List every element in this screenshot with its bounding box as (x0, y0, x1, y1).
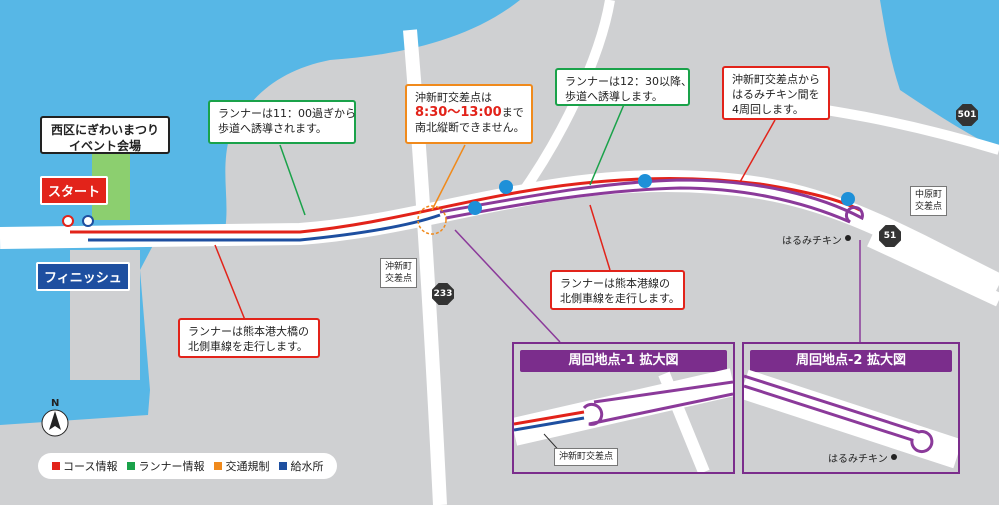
finish-marker (82, 215, 94, 227)
route-233-shield: 233 (432, 283, 454, 305)
finish-tag: フィニッシュ (36, 262, 130, 291)
traffic-callout: 沖新町交差点は 8:30〜13:00まで 南北縦断できません。 (405, 84, 533, 144)
inset-2-label: はるみチキン (828, 454, 888, 465)
road-51 (867, 233, 999, 307)
traffic-label: 沖新町交差点は (415, 91, 492, 104)
port-callout: ランナーは熊本港線の 北側車線を走行します。 (550, 270, 685, 310)
leader-green-2 (589, 101, 626, 186)
water-station (499, 180, 513, 194)
legend-item-course: コース情報 (52, 458, 117, 474)
start-marker (62, 215, 74, 227)
venue-text: 西区にぎわいまつり イベント会場 (50, 123, 159, 153)
course-red (70, 176, 861, 234)
north-label: N (51, 398, 60, 409)
water-station (638, 174, 652, 188)
leader-orange (431, 144, 466, 211)
water-station (468, 201, 482, 215)
loop-text: 沖新町交差点から はるみチキン間を 4周回します。 (732, 73, 820, 116)
inset-1-title: 周回地点-1 拡大図 (520, 350, 727, 372)
runner-1100-text: ランナーは11：00過ぎから 歩道へ誘導されます。 (218, 107, 356, 135)
inset-2-title: 周回地点-2 拡大図 (750, 350, 952, 372)
legend: コース情報 ランナー情報 交通規制 給水所 (38, 453, 338, 479)
legend-item-traffic: 交通規制 (214, 458, 269, 474)
traffic-time: 8:30〜13:00 (415, 105, 502, 120)
traffic-line2: 南北縦断できません。 (415, 121, 525, 134)
runner-1100-callout: ランナーは11：00過ぎから 歩道へ誘導されます。 (208, 100, 356, 144)
sea-south (0, 390, 150, 425)
harumi-dot (845, 235, 851, 241)
leader-loop1 (454, 229, 561, 343)
course-blue (88, 213, 441, 242)
road-233 (403, 29, 447, 505)
leader-green-1 (279, 144, 306, 216)
legend-item-runner: ランナー情報 (127, 458, 204, 474)
traffic-suffix: まで (501, 106, 524, 119)
leader-red-bridge (214, 244, 246, 321)
nakahara-label: 中原町 交差点 (910, 186, 948, 216)
port-text: ランナーは熊本港線の 北側車線を走行します。 (560, 277, 680, 305)
water-station (841, 192, 855, 206)
bridge-callout: ランナーは熊本港大橋の 北側車線を走行します。 (178, 318, 320, 358)
runner-1230-text: ランナーは12：30以降、 歩道へ誘導します。 (565, 75, 692, 103)
water-stations (468, 174, 855, 215)
bridge-text: ランナーは熊本港大橋の 北側車線を走行します。 (188, 325, 309, 353)
route-51-shield: 51 (879, 225, 901, 247)
inset-2-map (744, 369, 958, 469)
okishin-circle (417, 205, 447, 235)
north-arrow-icon (49, 411, 61, 430)
inset-1-label: 沖新町交差点 (554, 448, 619, 466)
inset-loop-1: 周回地点-1 拡大図 沖新町交差点 (512, 342, 735, 474)
leader-red-port (589, 204, 611, 271)
inset-loop-2: 周回地点-2 拡大図 はるみチキン (742, 342, 960, 474)
venue-callout: 西区にぎわいまつり イベント会場 (40, 116, 170, 154)
harumi-label: はるみチキン (782, 236, 842, 247)
runner-1230-callout: ランナーは12：30以降、 歩道へ誘導します。 (555, 68, 692, 106)
inset-1-map (514, 368, 733, 472)
route-501-shield: 501 (956, 104, 978, 126)
leader-red-loop (739, 119, 776, 183)
loop-callout: 沖新町交差点から はるみチキン間を 4周回します。 (722, 66, 830, 120)
start-tag: スタート (40, 176, 109, 205)
legend-item-water: 給水所 (279, 458, 323, 474)
okishin-label: 沖新町 交差点 (380, 258, 418, 288)
